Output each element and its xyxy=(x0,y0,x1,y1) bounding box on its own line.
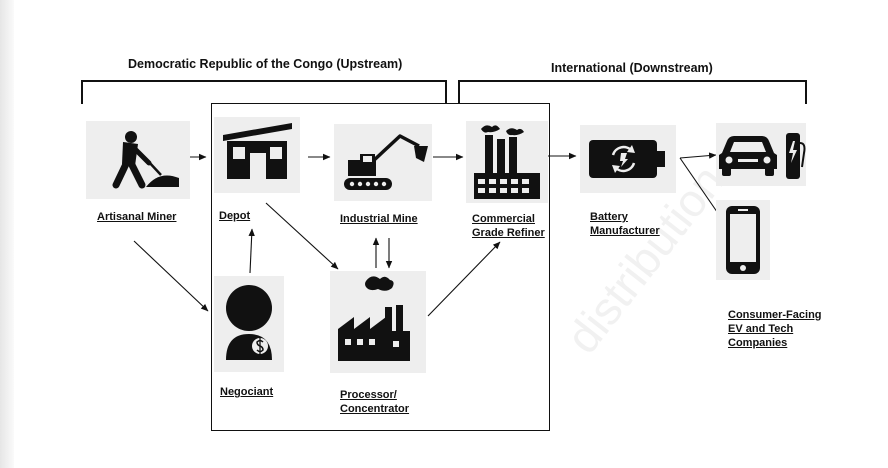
processor-label: Processor/ Concentrator xyxy=(340,388,409,416)
processor-label-line1: Processor/ xyxy=(340,389,397,401)
ev-car-charger-icon xyxy=(716,123,806,186)
depot-label: Depot xyxy=(219,210,251,222)
industrial-mine-label: Industrial Mine xyxy=(340,213,418,225)
negociant-person-icon xyxy=(214,276,284,372)
refiner-factory-icon xyxy=(466,121,548,203)
negociant-label: Negociant xyxy=(220,386,274,398)
upstream-bracket xyxy=(81,80,447,104)
consumer-label-line1: Consumer-Facing xyxy=(728,309,822,321)
battery-label-line2: Manufacturer xyxy=(590,225,660,237)
consumer-label-line2: EV and Tech xyxy=(728,323,794,335)
industrial-mine-excavator-icon xyxy=(334,124,432,201)
processor-label-line2: Concentrator xyxy=(340,403,410,415)
arrow-depot-to-processor xyxy=(265,202,339,270)
refiner-label: Commercial Grade Refiner xyxy=(472,212,545,240)
downstream-region-title: International (Downstream) xyxy=(551,61,713,75)
page-edge-shadow xyxy=(0,0,14,468)
smartphone-icon xyxy=(716,200,770,280)
depot-mine-group-box xyxy=(211,103,550,431)
refiner-label-line1: Commercial xyxy=(472,213,535,225)
consumer-label-line3: Companies xyxy=(728,337,788,349)
refiner-label-line2: Grade Refiner xyxy=(472,227,545,239)
arrow-battery-to-ev xyxy=(679,152,717,159)
arrow-negociant-to-depot xyxy=(248,228,255,274)
arrow-processor-to-refiner xyxy=(427,241,501,317)
processor-factory-icon xyxy=(330,271,426,373)
artisanal-miner-icon xyxy=(86,121,190,199)
artisanal-miner-label: Artisanal Miner xyxy=(97,211,177,223)
battery-manufacturer-icon xyxy=(580,125,676,193)
battery-label-line1: Battery xyxy=(590,211,628,223)
depot-icon xyxy=(214,117,300,193)
battery-manufacturer-label: Battery Manufacturer xyxy=(590,210,660,238)
arrow-miner-to-negociant xyxy=(133,240,209,312)
upstream-region-title: Democratic Republic of the Congo (Upstre… xyxy=(128,57,403,71)
downstream-bracket xyxy=(458,80,807,104)
consumer-companies-label: Consumer-Facing EV and Tech Companies xyxy=(728,308,822,350)
